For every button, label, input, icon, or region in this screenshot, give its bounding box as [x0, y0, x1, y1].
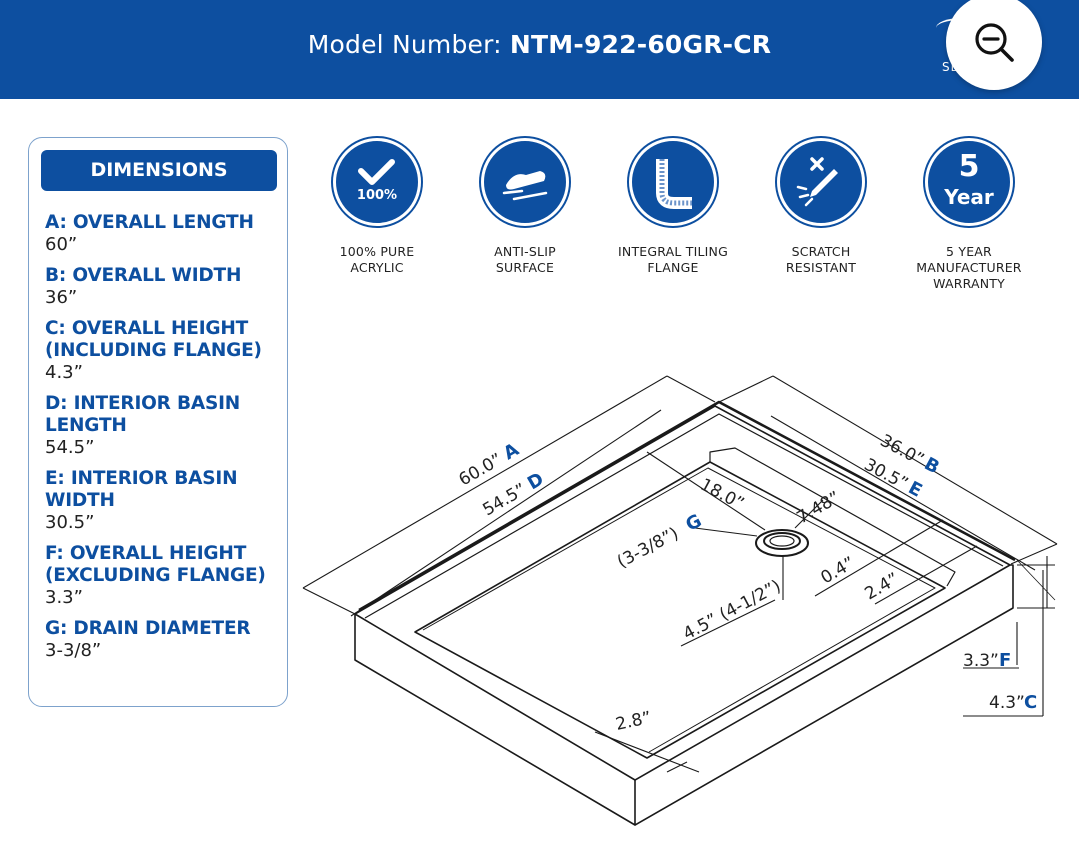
- feature-label-line: INTEGRAL TILING: [618, 244, 728, 259]
- feature-label: SCRATCH RESISTANT: [746, 244, 896, 276]
- dimension-label: A: OVERALL LENGTH: [45, 212, 254, 233]
- feature-label-line: SCRATCH: [791, 244, 851, 259]
- badge-100-text: 100%: [357, 188, 397, 203]
- feature-warranty: 5 Year 5 YEAR MANUFACTURER WARRANTY: [894, 138, 1044, 292]
- zoom-out-icon: [975, 23, 1014, 62]
- model-number: NTM-922-60GR-CR: [509, 30, 772, 59]
- shower-base-diagram: 60.0” A 54.5” D 36.0” B 30.5” E 18.0” 7.…: [302, 375, 1058, 826]
- dimension-item-g: G: DRAIN DIAMETER 3-3/8”: [45, 618, 281, 662]
- dimension-value: 36”: [45, 287, 78, 308]
- dimension-label: B: OVERALL WIDTH: [45, 265, 242, 286]
- dimensions-heading: DIMENSIONS: [41, 150, 277, 191]
- page-title: Model Number: NTM-922-60GR-CR: [0, 30, 1079, 59]
- feature-label-line: ANTI-SLIP: [494, 244, 556, 259]
- warranty-year-text: Year: [944, 185, 994, 209]
- dim-a-letter: A: [500, 439, 523, 464]
- dim-g-letter: G: [682, 510, 705, 535]
- feature-label: 5 YEAR MANUFACTURER WARRANTY: [894, 244, 1044, 292]
- feature-badge: [777, 138, 865, 226]
- zoom-out-button[interactable]: [946, 0, 1042, 90]
- feature-label-line: ACRYLIC: [350, 260, 404, 275]
- warranty-icon: 5 Year: [925, 138, 1013, 226]
- dim-drain-offset-y: 7.48”: [794, 488, 844, 529]
- dimension-value: 60”: [45, 234, 78, 255]
- inner-basin: [414, 461, 946, 759]
- dimensions-panel: DIMENSIONS A: OVERALL LENGTH 60” B: OVER…: [28, 137, 288, 707]
- dimensions-list: A: OVERALL LENGTH 60” B: OVERALL WIDTH 3…: [45, 212, 281, 671]
- feature-label-line: RESISTANT: [785, 260, 857, 275]
- dim-ledge-front: 2.8”: [614, 708, 653, 735]
- feature-badge: [629, 138, 717, 226]
- dim-ledge-side: 2.4”: [862, 569, 903, 604]
- dimension-value: 3.3”: [45, 587, 83, 608]
- dim-f-value: 3.3”: [963, 651, 999, 671]
- dim-c-value: 4.3”: [989, 693, 1025, 713]
- check-100-icon: 100%: [357, 159, 397, 203]
- feature-label: ANTI-SLIP SURFACE: [450, 244, 600, 276]
- dim-f-letter: F: [999, 650, 1011, 671]
- feature-anti-slip: ANTI-SLIP SURFACE: [450, 138, 600, 276]
- dim-c-letter: C: [1024, 692, 1037, 713]
- feature-label-line: MANUFACTURER: [916, 260, 1022, 275]
- dimension-item-c: C: OVERALL HEIGHT (INCLUDING FLANGE) 4.3…: [45, 318, 281, 384]
- feature-label-line: 5 YEAR: [946, 244, 992, 259]
- dimension-item-d: D: INTERIOR BASIN LENGTH 54.5”: [45, 393, 281, 459]
- dimension-value: 3-3/8”: [45, 640, 102, 661]
- base-side-face: [634, 564, 1014, 826]
- dimension-value: 54.5”: [45, 437, 95, 458]
- feature-label: 100% PURE ACRYLIC: [302, 244, 452, 276]
- dimension-label: E: INTERIOR BASIN WIDTH: [45, 468, 238, 511]
- base-front-face: [354, 614, 636, 826]
- dim-drain-outer: 4.5” (4-1/2”): [680, 576, 784, 644]
- scratch-resistant-icon: [796, 157, 838, 207]
- tiling-flange-icon: [656, 159, 692, 209]
- dim-ledge-small: 0.4”: [818, 553, 859, 588]
- dimension-item-a: A: OVERALL LENGTH 60”: [45, 212, 281, 256]
- anti-slip-shoe-icon: [502, 171, 548, 201]
- drain: [755, 529, 809, 557]
- feature-label-line: WARRANTY: [933, 276, 1005, 291]
- dimension-item-f: F: OVERALL HEIGHT (EXCLUDING FLANGE) 3.3…: [45, 543, 281, 609]
- dimension-label: C: OVERALL HEIGHT (INCLUDING FLANGE): [45, 318, 262, 361]
- dimension-item-e: E: INTERIOR BASIN WIDTH 30.5”: [45, 468, 281, 534]
- dim-drain-offset-x: 18.0”: [697, 475, 748, 515]
- feature-label-line: FLANGE: [647, 260, 699, 275]
- dimension-value: 4.3”: [45, 362, 83, 383]
- dimension-label: D: INTERIOR BASIN LENGTH: [45, 393, 241, 436]
- dim-d-letter: D: [524, 469, 547, 495]
- dimension-value: 30.5”: [45, 512, 95, 533]
- feature-label-line: 100% PURE: [339, 244, 415, 259]
- feature-pure-acrylic: 100% 100% PURE ACRYLIC: [302, 138, 452, 276]
- feature-label: INTEGRAL TILING FLANGE: [598, 244, 748, 276]
- warranty-years-number: 5: [958, 149, 980, 184]
- feature-badge: 100%: [333, 138, 421, 226]
- model-number-prefix: Model Number:: [307, 30, 510, 59]
- dimension-label: F: OVERALL HEIGHT (EXCLUDING FLANGE): [45, 543, 266, 586]
- feature-scratch-resistant: SCRATCH RESISTANT: [746, 138, 896, 276]
- dim-g-value: (3-3/8”): [614, 524, 682, 573]
- feature-label-line: SURFACE: [495, 260, 555, 275]
- feature-badge: [481, 138, 569, 226]
- dimension-item-b: B: OVERALL WIDTH 36”: [45, 265, 281, 309]
- dimension-label: G: DRAIN DIAMETER: [45, 618, 251, 639]
- header-bar: Model Number: NTM-922-60GR-CR SE E: [0, 0, 1079, 99]
- feature-integral-tiling-flange: INTEGRAL TILING FLANGE: [598, 138, 748, 276]
